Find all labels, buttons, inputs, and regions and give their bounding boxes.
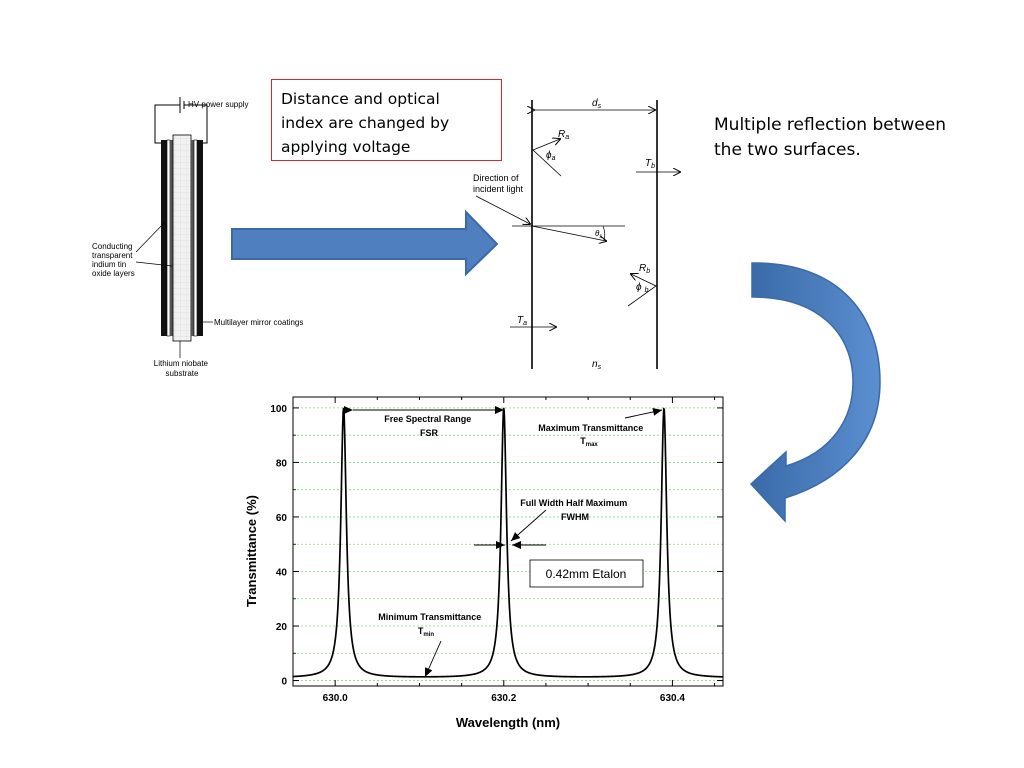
x-tick-label: 630.0: [323, 693, 348, 704]
y-tick-label: 40: [276, 567, 288, 578]
voltage-callout: Distance and optical index are changed b…: [271, 79, 502, 161]
etalon-ray-diagram: [475, 100, 680, 369]
refracted-ray: [531, 225, 606, 241]
incident-ray: [475, 195, 530, 224]
ns-label: ns: [592, 359, 602, 371]
x-axis-ticks: 630.0 630.2 630.4: [323, 397, 716, 704]
etalon-legend-box: [529, 559, 644, 588]
y-axis-ticks: 0 20 40 60 80 100: [270, 404, 723, 688]
mirror-coating-left: [166, 139, 171, 337]
note-line: Multiple reflection between: [714, 115, 946, 135]
y-tick-label: 80: [276, 458, 288, 469]
hv-supply-circuit: [154, 97, 208, 144]
callout-line: index are changed by: [281, 114, 450, 132]
mirror-coating-right: [193, 139, 198, 337]
fsr-annotation: Free Spectral Range FSR: [384, 414, 474, 438]
ds-label: ds: [592, 98, 602, 110]
rb-reflection-arrows: [627, 274, 657, 307]
y-tick-label: 20: [276, 622, 288, 633]
y-tick-label: 100: [270, 404, 287, 415]
ito-layer-left: [170, 140, 173, 336]
tmin-annotation: Minimum Transmittance Tmin: [378, 612, 484, 638]
multiple-reflection-note: Multiple reflection between the two surf…: [714, 113, 1004, 163]
y-axis-label: Transmittance (%): [244, 495, 259, 607]
curved-block-arrow: [749, 262, 881, 523]
callout-line: applying voltage: [281, 138, 411, 156]
outer-electrode-left: [161, 140, 167, 336]
ra-label: Ra: [558, 129, 569, 141]
note-line: the two surfaces.: [714, 140, 861, 160]
ra-reflection-arrows: [532, 139, 561, 177]
transmittance-chart: 0 20 40 60 80 100 630.0 630.2 630.4 Wavelength …: [244, 396, 724, 730]
x-axis-label: Wavelength (nm): [456, 715, 560, 730]
x-tick-label: 630.2: [491, 693, 516, 704]
lithium-niobate-substrate: [172, 134, 192, 342]
mirror-coatings-label: Multilayer mirror coatings: [214, 318, 303, 327]
phi-a-label: ϕa: [546, 150, 556, 162]
ta-label: Ta: [517, 315, 527, 327]
ito-layer-right: [191, 140, 194, 336]
fwhm-annotation: Full Width Half Maximum FWHM: [520, 498, 629, 522]
tb-label: Tb: [645, 158, 655, 170]
etalon-device-illustration: HV power supply Conducting transparent i…: [92, 97, 303, 378]
callout-line: Distance and optical: [281, 90, 440, 108]
theta-s-arc: [602, 225, 606, 241]
ito-layers-label: Conducting transparent indium tin oxide …: [92, 242, 135, 278]
right-block-arrow: [231, 209, 499, 277]
substrate-label: Lithium niobate substrate: [154, 359, 211, 378]
tmin-pointer: [424, 640, 442, 678]
theta-s-label: θs: [595, 229, 602, 240]
rb-label: Rb: [639, 263, 650, 275]
etalon-labels: ds Ra ϕa Tb Direction of incident light …: [473, 98, 655, 371]
y-tick-label: 0: [281, 677, 287, 688]
tmax-arrow: [624, 407, 663, 419]
x-tick-label: 630.4: [660, 693, 685, 704]
fwhm-pointer: [510, 509, 547, 542]
device-leader-lines: [135, 221, 213, 358]
chart-plot-frame: [292, 396, 724, 687]
y-tick-label: 60: [276, 513, 288, 524]
incident-direction-label: Direction of incident light: [473, 173, 524, 194]
outer-electrode-right: [197, 140, 203, 336]
tmax-annotation: Maximum Transmittance Tmax: [538, 423, 646, 448]
hv-power-supply-label: HV power supply: [188, 100, 248, 109]
transmittance-curve: [292, 407, 724, 678]
etalon-legend-text: 0.42mm Etalon: [546, 567, 627, 581]
